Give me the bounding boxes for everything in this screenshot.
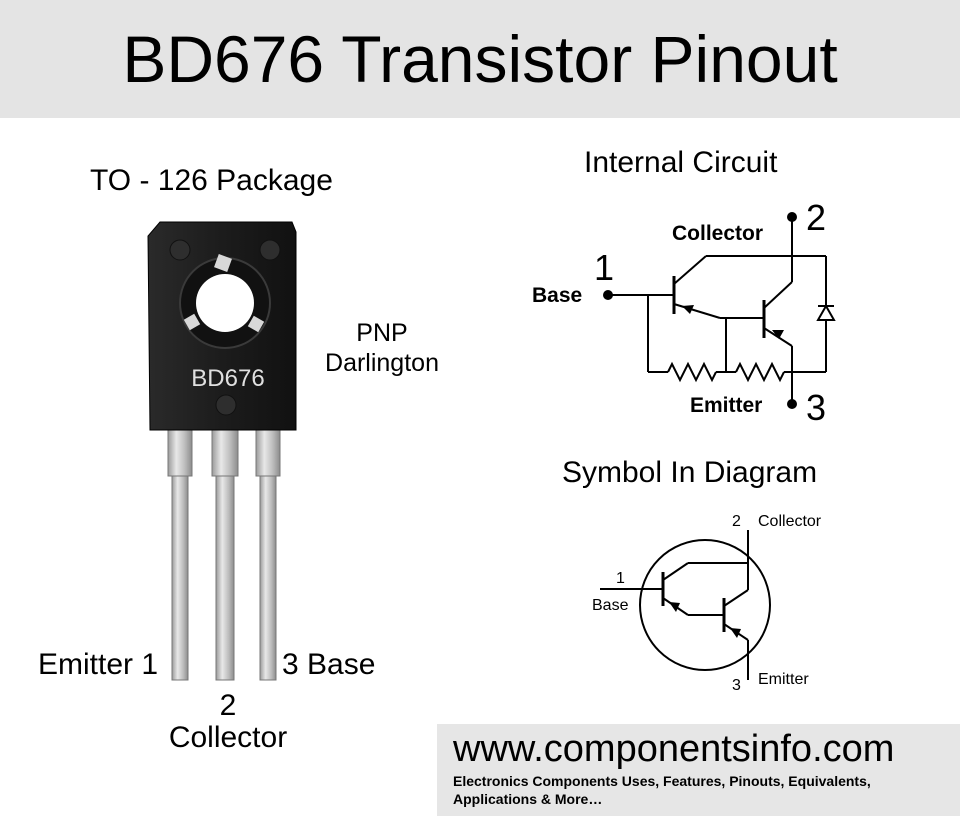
body-dimple-top-left	[169, 239, 191, 261]
pin-collector-num: 2	[219, 689, 237, 722]
footer-banner: www.componentsinfo.com Electronics Compo…	[437, 724, 960, 816]
ic-emitter-label: Emitter	[690, 394, 762, 417]
site-url[interactable]: www.componentsinfo.com	[453, 728, 895, 770]
collector-terminal	[787, 212, 797, 222]
q2-emitter-arrow	[772, 330, 784, 339]
mounting-hole	[196, 274, 254, 332]
body-dimple-top-right	[259, 239, 281, 261]
sym-q1-emitter-arrow	[669, 602, 680, 612]
package-marking: BD676	[191, 365, 264, 392]
internal-circuit-title: Internal Circuit	[584, 146, 778, 179]
pin-collector-name: Collector	[168, 721, 288, 754]
pin-collector-label: 2 Collector	[160, 690, 296, 754]
sym-base-label: Base	[592, 597, 629, 614]
sym-q2-emitter-arrow	[730, 628, 741, 638]
q1-emitter-arrow	[682, 305, 694, 314]
site-tagline: Electronics Components Uses, Features, P…	[453, 773, 871, 807]
sym-emitter-label: Emitter	[758, 671, 809, 688]
ic-emitter-num: 3	[806, 387, 826, 428]
ic-base-num: 1	[594, 247, 614, 288]
sym-emitter-num: 3	[732, 677, 741, 694]
sym-collector-label: Collector	[758, 513, 822, 530]
pin-emitter-label: Emitter 1	[38, 648, 159, 681]
symbol-title: Symbol In Diagram	[562, 456, 818, 489]
internal-circuit	[603, 212, 836, 409]
transistor-type: PNP Darlington	[320, 318, 444, 378]
sym-collector-num: 2	[732, 513, 741, 530]
sym-base-num: 1	[616, 570, 625, 587]
resistor-r1	[667, 361, 717, 383]
page-title: BD676 Transistor Pinout	[122, 22, 838, 96]
emitter-terminal	[787, 399, 797, 409]
diode-symbol	[816, 303, 836, 321]
body-dimple-bottom	[215, 394, 237, 416]
darlington-symbol	[600, 530, 771, 680]
ic-base-label: Base	[532, 284, 582, 307]
ic-collector-label: Collector	[672, 222, 763, 245]
resistor-r2	[735, 361, 785, 383]
type-line-darlington: Darlington	[325, 349, 439, 377]
symbol-envelope	[639, 539, 771, 671]
type-line-pnp: PNP	[356, 319, 408, 347]
package-label: TO - 126 Package	[90, 164, 333, 197]
header-bar	[0, 0, 960, 118]
to126-package: BD676	[147, 221, 297, 681]
pin-base-label: 3 Base	[282, 648, 376, 681]
ic-collector-num: 2	[806, 197, 826, 238]
